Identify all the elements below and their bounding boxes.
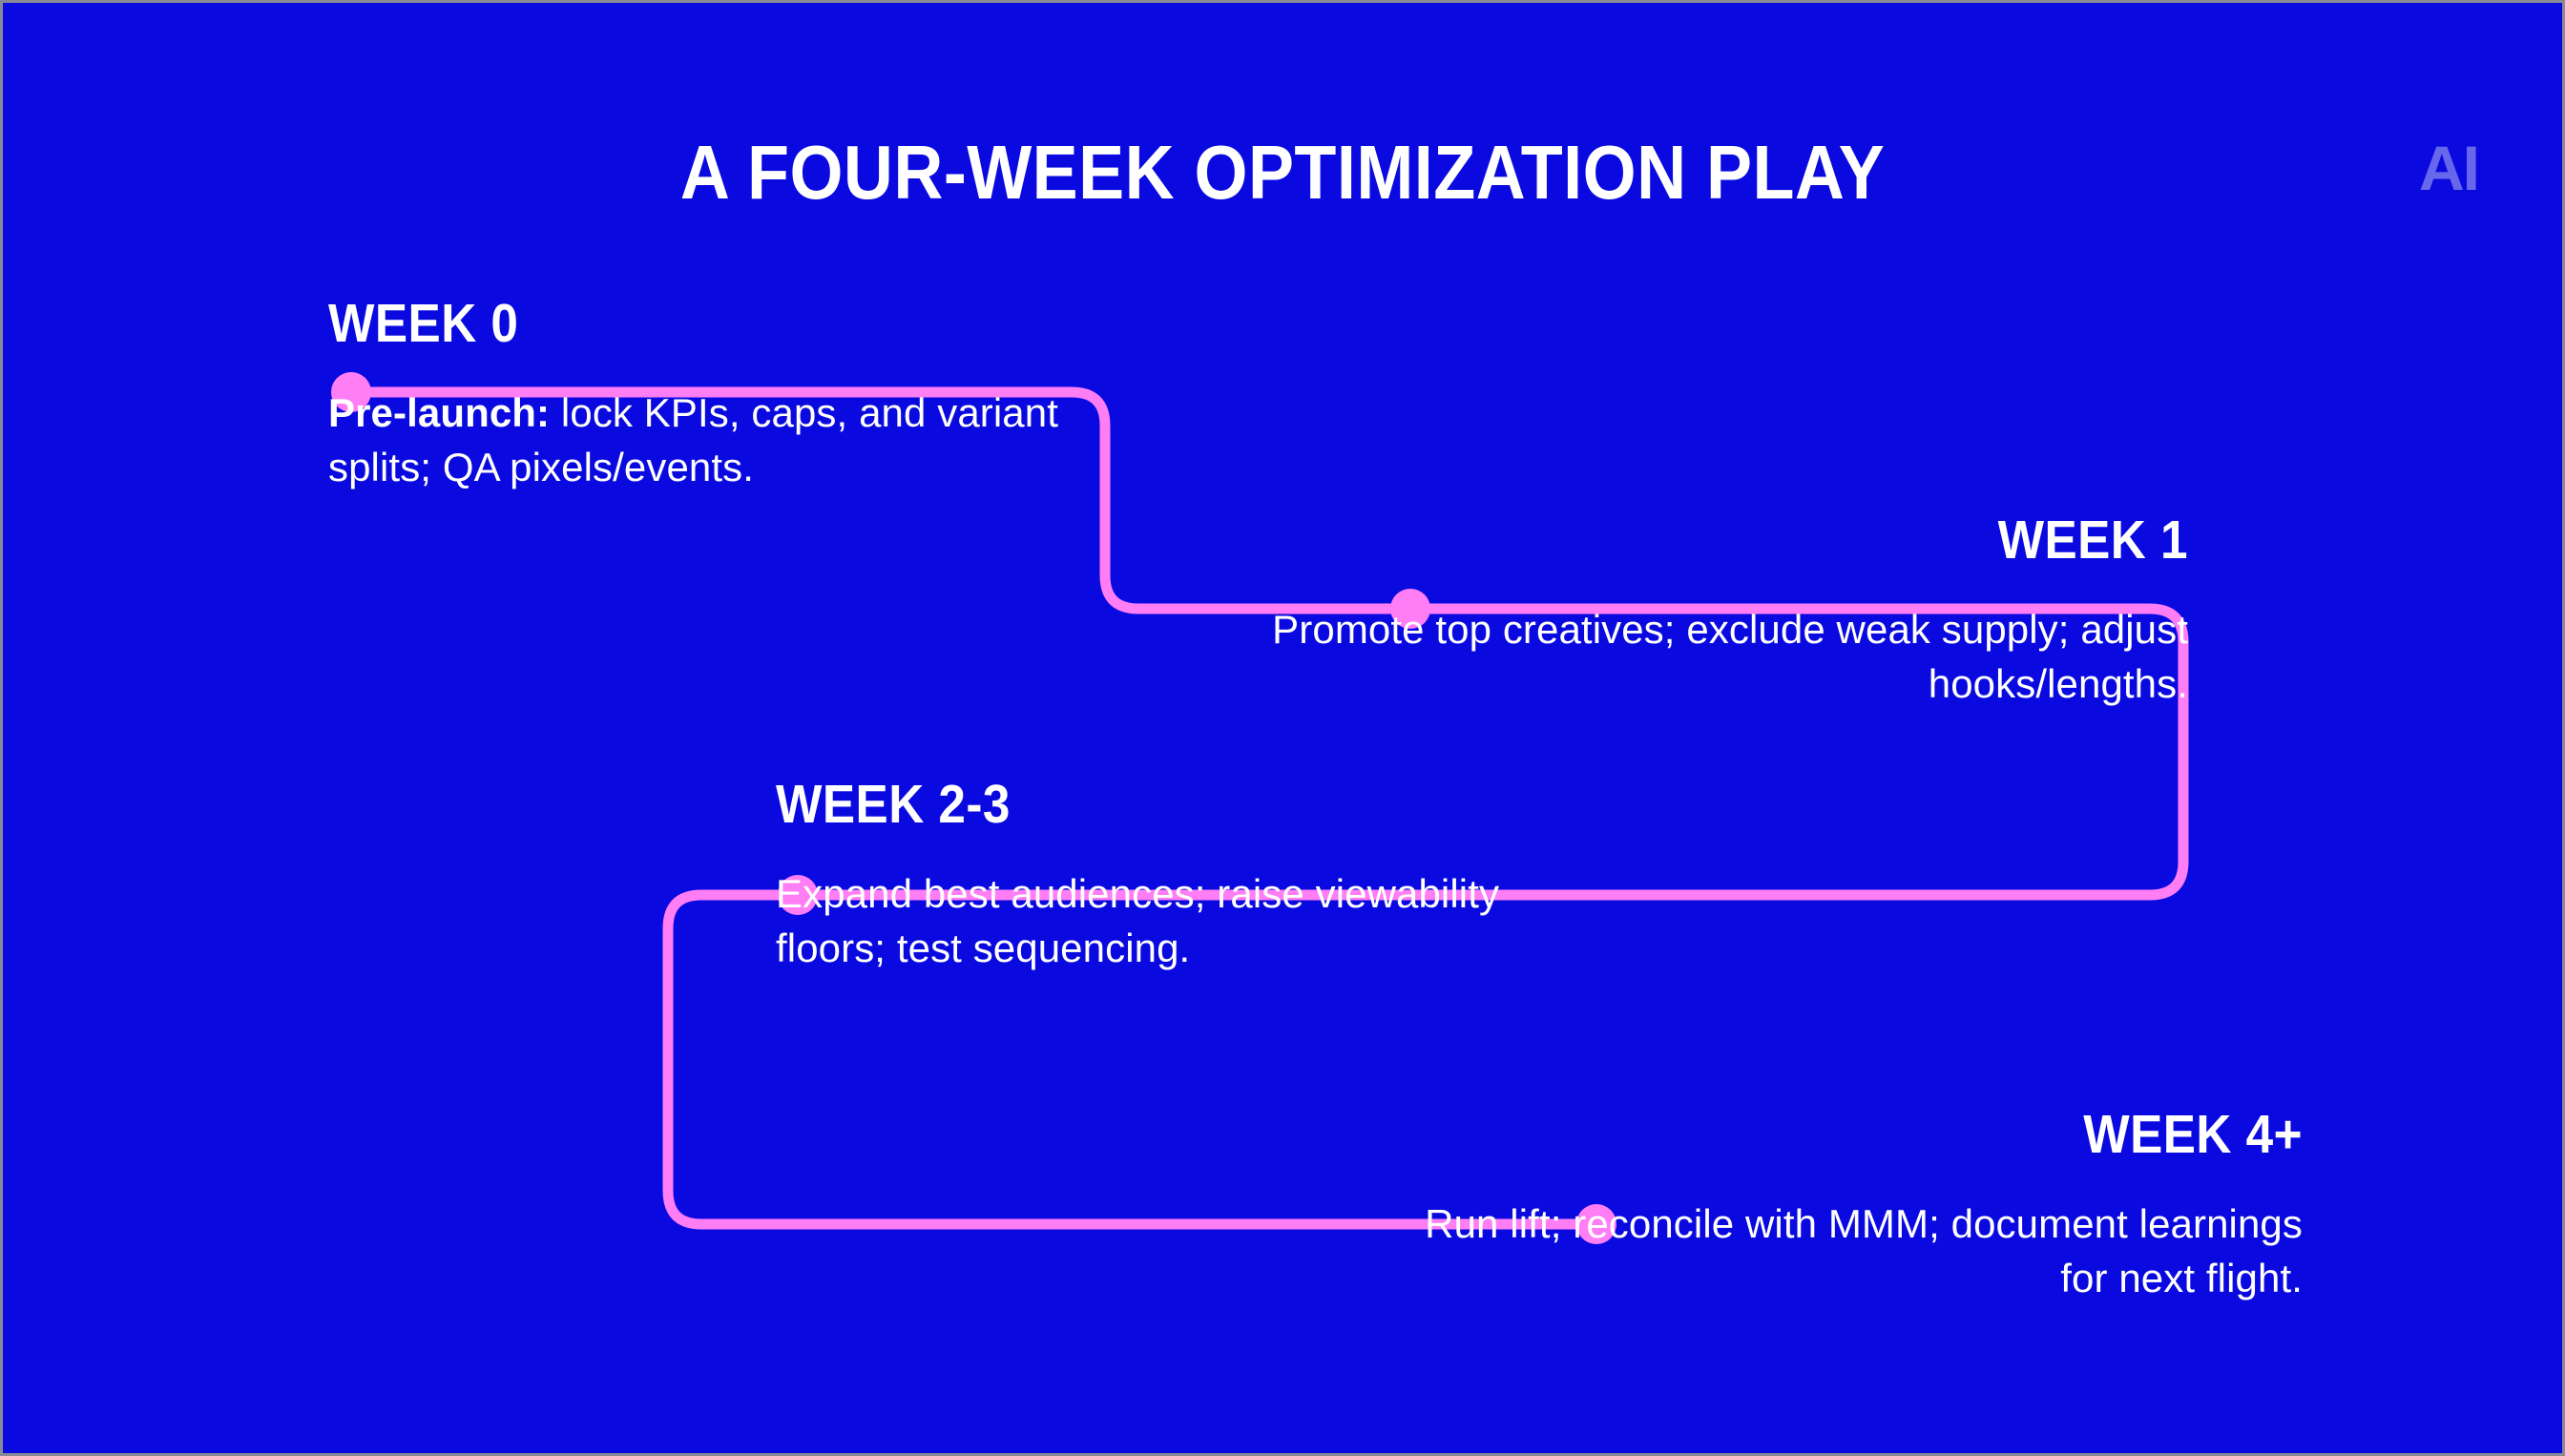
milestone-body-week-4-plus: Run lift; reconcile with MMM; document l… [1387, 1196, 2303, 1305]
milestone-body-rest-week-2-3: Expand best audiences; raise viewability… [776, 871, 1500, 970]
milestone-week-1: WEEK 1 Promote top creatives; exclude we… [1272, 513, 2188, 711]
milestone-body-rest-week-4-plus: Run lift; reconcile with MMM; document l… [1425, 1201, 2303, 1300]
milestone-label-week-4-plus: WEEK 4+ [2083, 1104, 2303, 1165]
milestone-label-week-2-3: WEEK 2-3 [776, 774, 1011, 835]
milestone-body-rest-week-1: Promote top creatives; exclude weak supp… [1272, 607, 2188, 706]
ai-logo: AI [2419, 133, 2480, 203]
milestone-body-rest-week-0: lock KPIs, caps, and variant splits; QA … [328, 390, 1058, 489]
milestone-body-lead-week-0: Pre-launch: [328, 390, 551, 435]
milestone-week-2-3: WEEK 2-3 Expand best audiences; raise vi… [776, 778, 1596, 975]
milestone-week-0: WEEK 0 Pre-launch: lock KPIs, caps, and … [328, 297, 1111, 494]
milestone-label-week-0: WEEK 0 [328, 293, 519, 354]
milestone-body-week-1: Promote top creatives; exclude weak supp… [1272, 602, 2188, 711]
milestone-body-week-2-3: Expand best audiences; raise viewability… [776, 866, 1596, 975]
milestone-body-week-0: Pre-launch: lock KPIs, caps, and variant… [328, 385, 1111, 494]
page-title: A FOUR-WEEK OPTIMIZATION PLAY [679, 130, 1886, 215]
milestone-week-4-plus: WEEK 4+ Run lift; reconcile with MMM; do… [1387, 1108, 2303, 1305]
milestone-label-week-1: WEEK 1 [1997, 510, 2188, 571]
